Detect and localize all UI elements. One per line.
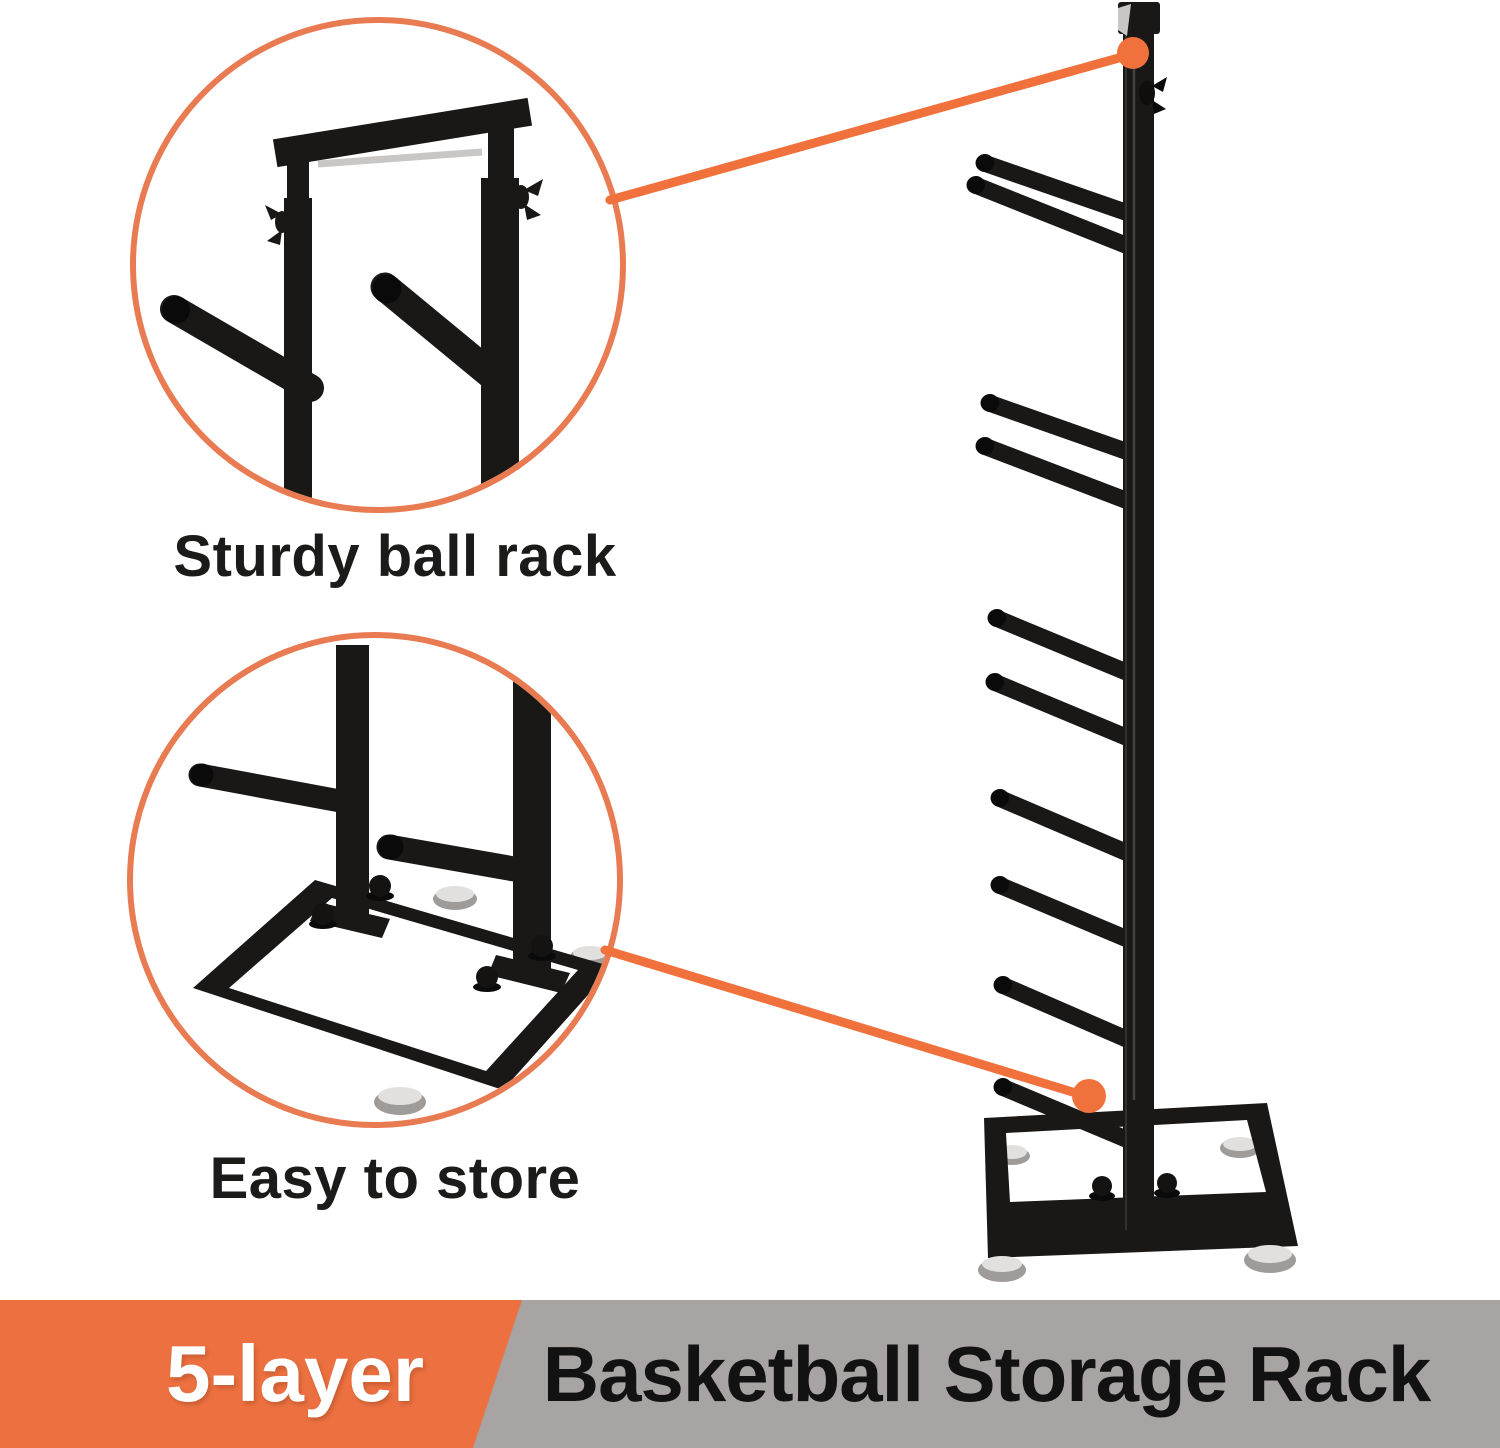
- detail-foot: [374, 1087, 426, 1115]
- callout-ring-bottom: [127, 632, 623, 1128]
- detail-peg: [376, 834, 527, 882]
- callout-connectors: [600, 37, 1149, 1113]
- rack-peg-tip: [967, 176, 985, 194]
- detail-peg: [188, 763, 352, 813]
- detail-right-post-collar: [481, 178, 519, 188]
- detail-top-bar: [272, 97, 533, 168]
- caption-easy-to-store: Easy to store: [209, 1146, 581, 1211]
- rack-peg: [985, 673, 1142, 749]
- detail-knobs: [309, 875, 556, 992]
- rack-peg: [980, 394, 1140, 462]
- detail-peg-tip: [190, 763, 214, 787]
- rack-peg: [993, 976, 1140, 1050]
- wing-nut-left: [265, 205, 289, 245]
- detail-chrome-bar: [317, 148, 483, 168]
- rack-bottom-knobs: [1089, 1173, 1180, 1201]
- callout-top-photo: [160, 97, 543, 507]
- banner-title: Basketball Storage Rack: [542, 1329, 1431, 1418]
- marker-dot-bottom: [1072, 1079, 1106, 1113]
- detail-left-post: [284, 198, 312, 498]
- rack-peg: [975, 154, 1140, 223]
- rack-peg-tip: [994, 1078, 1012, 1096]
- rack-peg: [990, 789, 1139, 863]
- detail-peg: [370, 272, 509, 392]
- caption-sturdy-ball-rack: Sturdy ball rack: [173, 524, 617, 589]
- detail-peg-tip: [372, 274, 402, 304]
- detail-peg-tip: [378, 834, 404, 860]
- detail-right-post: [481, 184, 519, 507]
- callout-ring-top: [130, 17, 626, 513]
- rack-peg-tip: [976, 154, 994, 172]
- rack-peg-tip: [991, 789, 1009, 807]
- connector-line-top: [605, 49, 1138, 205]
- marker-dot-top: [1117, 37, 1149, 69]
- rack-peg: [990, 876, 1141, 950]
- rack-peg-tip: [994, 976, 1012, 994]
- connector-line-bottom: [600, 945, 1094, 1102]
- detail-left-post: [336, 645, 369, 927]
- rack-peg-tip: [981, 394, 999, 412]
- rack-peg-tip: [988, 609, 1006, 627]
- detail-left-post-upper: [287, 140, 309, 204]
- main-rack: [966, 2, 1298, 1282]
- rack-pegs: [966, 154, 1142, 1151]
- rack-foot: [978, 1245, 1296, 1282]
- bottom-banner: 5-layer Basketball Storage Rack: [0, 1300, 1500, 1448]
- detail-right-post-upper: [488, 118, 514, 184]
- banner-badge-label: 5-layer: [166, 1329, 424, 1418]
- rack-peg: [993, 1078, 1142, 1151]
- wing-nut-right: [513, 179, 543, 220]
- wing-nut-post: [1139, 77, 1167, 114]
- banner-orange-badge-background: [0, 1300, 522, 1448]
- rack-peg-tip: [986, 673, 1004, 691]
- detail-base-frame: [193, 880, 613, 1090]
- rack-peg: [966, 176, 1142, 257]
- rack-post: [1123, 28, 1154, 1240]
- detail-peg: [160, 295, 324, 402]
- detail-foot: [433, 886, 610, 967]
- rack-peg: [975, 437, 1142, 512]
- detail-peg-tip: [162, 296, 190, 324]
- rack-peg-tip: [991, 876, 1009, 894]
- rack-peg: [987, 609, 1140, 683]
- rack-top-cap: [1118, 2, 1160, 36]
- rack-peg-tip: [976, 437, 994, 455]
- rack-base: [984, 1103, 1298, 1258]
- callout-bottom-photo: [188, 638, 613, 1115]
